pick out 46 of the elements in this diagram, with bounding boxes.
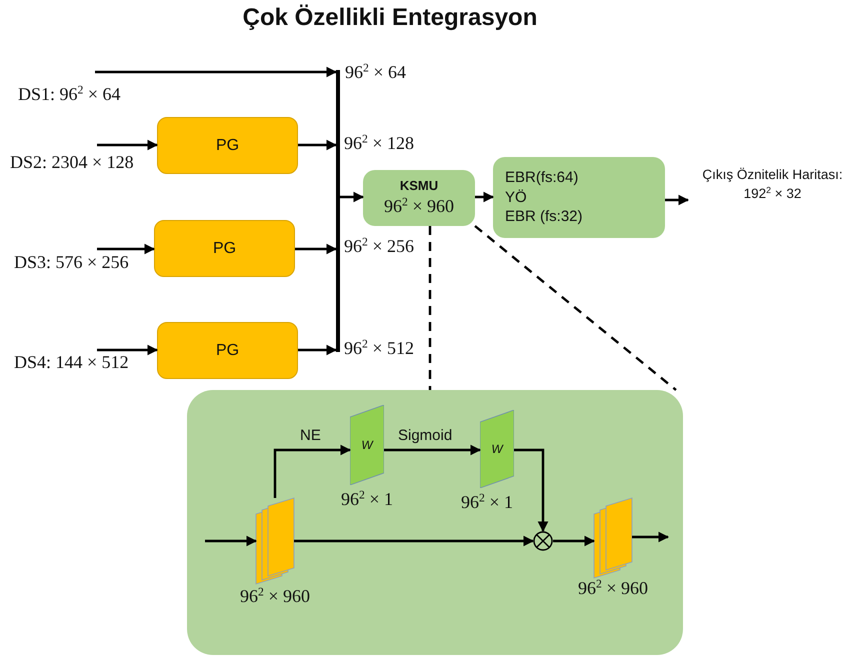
arrow [97, 140, 158, 150]
module-label: YÖ [505, 188, 527, 208]
edge-label: Sigmoid [398, 427, 452, 444]
module-label: KSMU [400, 178, 438, 195]
arrow [205, 536, 258, 546]
arrow [475, 192, 494, 202]
sheet-label: W [491, 442, 503, 456]
arrow [384, 444, 482, 456]
arrow [553, 536, 596, 546]
module-label: EBR (fs:32) [505, 207, 583, 227]
arrow [298, 140, 338, 150]
arrow [97, 244, 156, 254]
module-label: 96$^{2}$ × 960 [384, 194, 454, 218]
module-box [493, 157, 665, 238]
dimension-label: 96$^{2}$ × 256 [344, 236, 414, 257]
dimension-caption: 96$^{2}$ × 960 [577, 578, 649, 599]
detail-panel [187, 390, 683, 655]
diagram-title: Çok Özellikli Entegrasyon [242, 4, 538, 32]
arrow [514, 448, 548, 532]
arrow [665, 194, 690, 206]
arrow [97, 344, 158, 356]
process-box [157, 322, 298, 379]
arrow [295, 244, 338, 254]
arrow [298, 344, 338, 356]
zoom-line [474, 225, 677, 391]
block-label: PG [212, 240, 236, 258]
block-label: PG [216, 136, 240, 154]
arrow [274, 444, 352, 498]
zoom-line [428, 226, 432, 390]
process-box [154, 220, 295, 277]
output-label: Çıkış Öznitelik Haritası: 192$^{2}$ × 32 [702, 167, 843, 201]
arrow [632, 532, 670, 542]
sheet-label: W [361, 438, 373, 452]
dimension-caption: 96$^{2}$ × 960 [239, 586, 311, 607]
module-label: EBR(fs:64) [505, 168, 578, 188]
dimension-label: 96$^{2}$ × 64 [345, 62, 406, 83]
process-box [157, 117, 298, 174]
arrow [95, 66, 338, 78]
module-box [363, 170, 475, 226]
dimension-label: 96$^{2}$ × 128 [344, 133, 414, 154]
dimension-caption: 96$^{2}$ × 1 [340, 489, 394, 510]
dimension-caption: 96$^{2}$ × 1 [460, 492, 514, 513]
block-label: PG [216, 342, 240, 360]
arrow [294, 536, 534, 546]
dimension-label: 96$^{2}$ × 512 [344, 338, 414, 359]
arrow [340, 192, 364, 202]
